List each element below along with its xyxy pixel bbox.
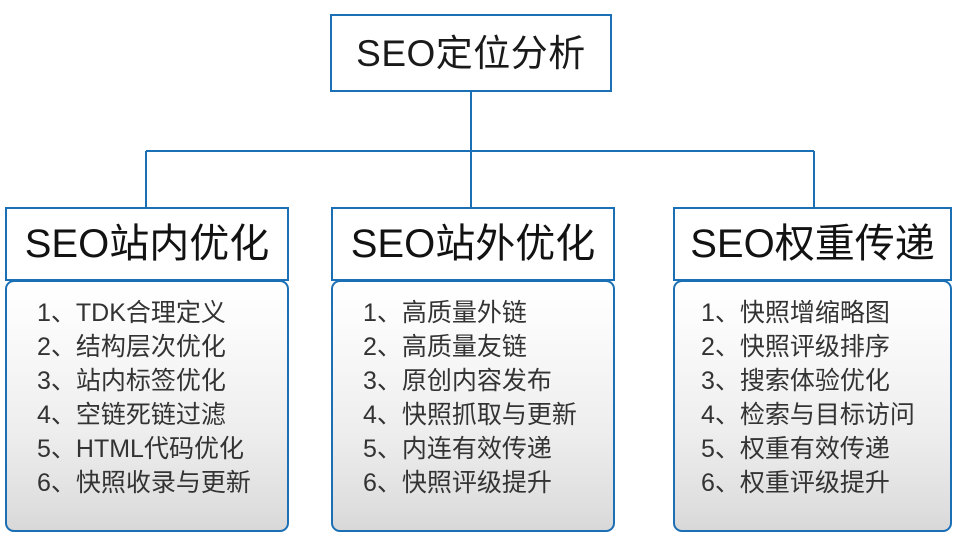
list-item: 2、高质量友链 bbox=[363, 333, 527, 361]
list-item: 1、高质量外链 bbox=[363, 299, 527, 327]
branch-column-3: SEO权重传递 1、快照增缩略图 2、快照评级排序 3、搜索体验优化 4、检索与… bbox=[673, 207, 952, 532]
list-item: 3、原创内容发布 bbox=[363, 367, 552, 395]
root-node-label: SEO定位分析 bbox=[356, 32, 586, 74]
list-item: 4、检索与目标访问 bbox=[701, 401, 915, 429]
list-item: 1、TDK合理定义 bbox=[37, 299, 226, 327]
root-node-seo-positioning-analysis[interactable]: SEO定位分析 bbox=[330, 14, 612, 92]
list-item: 5、内连有效传递 bbox=[363, 435, 552, 463]
branch-3-header-label: SEO权重传递 bbox=[690, 222, 935, 266]
branch-2-header-label: SEO站外优化 bbox=[350, 222, 596, 266]
branch-2-header[interactable]: SEO站外优化 bbox=[331, 207, 615, 281]
list-item: 6、快照评级提升 bbox=[363, 469, 552, 497]
branch-1-header[interactable]: SEO站内优化 bbox=[5, 207, 289, 281]
list-item: 6、权重评级提升 bbox=[701, 469, 890, 497]
list-item: 2、快照评级排序 bbox=[701, 333, 890, 361]
list-item: 1、快照增缩略图 bbox=[701, 299, 890, 327]
list-item: 4、空链死链过滤 bbox=[37, 401, 226, 429]
list-item: 6、快照收录与更新 bbox=[37, 469, 251, 497]
list-item: 4、快照抓取与更新 bbox=[363, 401, 577, 429]
branch-column-1: SEO站内优化 1、TDK合理定义 2、结构层次优化 3、站内标签优化 4、空链… bbox=[5, 207, 289, 532]
branch-2-list: 1、高质量外链 2、高质量友链 3、原创内容发布 4、快照抓取与更新 5、内连有… bbox=[331, 280, 615, 532]
branch-column-2: SEO站外优化 1、高质量外链 2、高质量友链 3、原创内容发布 4、快照抓取与… bbox=[331, 207, 615, 532]
branch-2-list-inner: 1、高质量外链 2、高质量友链 3、原创内容发布 4、快照抓取与更新 5、内连有… bbox=[333, 296, 577, 500]
branch-1-header-label: SEO站内优化 bbox=[24, 222, 270, 266]
branch-3-list-inner: 1、快照增缩略图 2、快照评级排序 3、搜索体验优化 4、检索与目标访问 5、权… bbox=[675, 296, 915, 500]
branch-3-header[interactable]: SEO权重传递 bbox=[673, 207, 952, 281]
list-item: 3、搜索体验优化 bbox=[701, 367, 890, 395]
branch-1-list-inner: 1、TDK合理定义 2、结构层次优化 3、站内标签优化 4、空链死链过滤 5、H… bbox=[7, 296, 251, 500]
list-item: 3、站内标签优化 bbox=[37, 367, 226, 395]
branch-3-list: 1、快照增缩略图 2、快照评级排序 3、搜索体验优化 4、检索与目标访问 5、权… bbox=[673, 280, 952, 532]
branch-1-list: 1、TDK合理定义 2、结构层次优化 3、站内标签优化 4、空链死链过滤 5、H… bbox=[5, 280, 289, 532]
list-item: 5、HTML代码优化 bbox=[37, 435, 244, 463]
list-item: 5、权重有效传递 bbox=[701, 435, 890, 463]
list-item: 2、结构层次优化 bbox=[37, 333, 226, 361]
